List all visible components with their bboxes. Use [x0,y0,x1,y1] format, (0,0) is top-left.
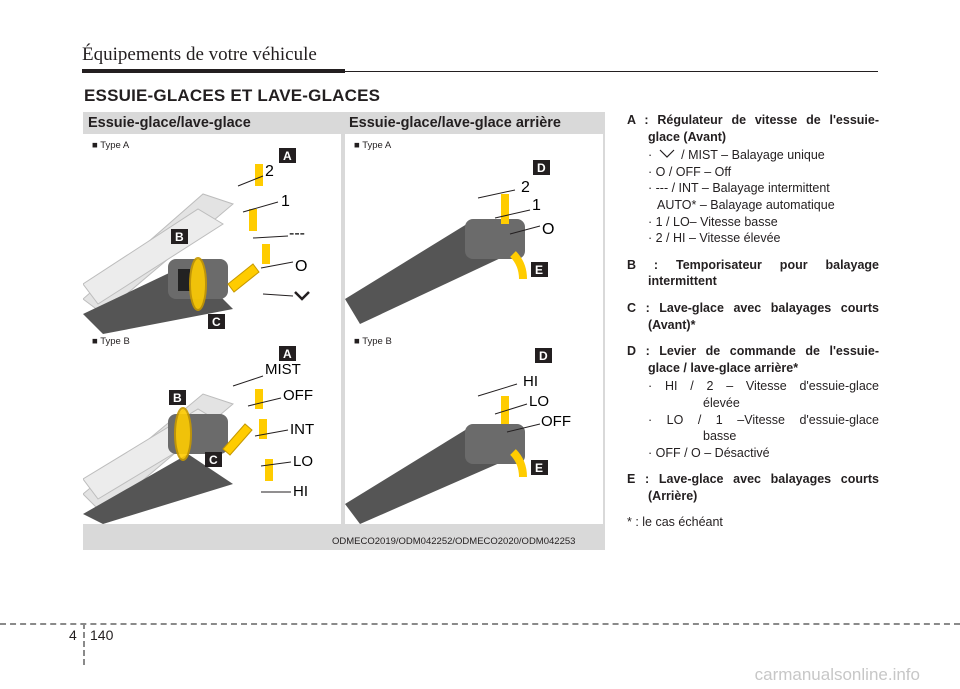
callout-b-top [171,229,188,244]
legend-d-item-lo-cont: basse [703,429,737,444]
label-rear-a-2: 2 [521,179,530,196]
label-rear-b-hi: HI [523,373,538,390]
legend-a-title-cont: glace (Avant) [648,129,727,144]
legend-d-title-cont: glace / lave-glace arrière* [648,360,799,375]
mist-chevron-icon [294,291,310,301]
callout-e-top [531,262,548,277]
callout-d-bottom [535,348,552,363]
svg-text:B: B [173,391,182,405]
chapter-number: 4 [69,627,77,643]
legend-d-item-off: · OFF / O – Désactivé [648,445,770,460]
legend-e-title: E : Lave-glace avec balayages courts [627,472,879,487]
legend-note: * : le cas échéant [627,515,723,530]
label-b-mist: MIST [265,361,301,378]
label-b-hi: HI [293,483,308,500]
legend-a-item-auto: AUTO* – Balayage automatique [657,197,835,212]
svg-text:B: B [175,230,184,244]
header-thin-rule [345,71,878,72]
legend-a-item-mist: · / MIST – Balayage unique [648,148,825,163]
footer-dashed-rule [0,623,960,625]
svg-text:D: D [539,349,548,363]
legend: A : Régulateur de vitesse de l'essuie- g… [627,112,879,531]
legend-b-title: B : Temporisateur pour balayage [627,257,879,272]
label-rear-a-1: 1 [532,197,541,214]
page-number: 140 [90,627,114,643]
label-a-o: O [295,258,307,275]
label-rear-a-o: O [542,221,554,238]
legend-a-item-hi: · 2 / HI – Vitesse élevée [648,231,781,246]
front-wiper-illustration: 2 1 --- O A B C MIST OFF INT LO HI A B [83,148,314,524]
svg-text:E: E [535,263,543,277]
legend-c-title: C : Lave-glace avec balayages courts [627,300,879,315]
callout-c-top [208,314,225,329]
watermark: carmanualsonline.info [754,665,920,684]
legend-e-title-cont: (Arrière) [648,488,698,503]
label-rear-b-lo: LO [529,393,549,410]
rear-wiper-illustration: 2 1 O D E HI LO OFF D E [345,160,571,524]
legend-b-title-cont: intermittent [648,274,717,289]
legend-d-item-hi-cont: élevée [703,395,740,410]
left-type-b: ■ Type B [92,336,130,347]
legend-a-item-off: · O / OFF – Off [648,164,732,179]
callout-a-bottom [279,346,296,361]
header-rule [82,69,345,73]
left-figure: 2 1 --- O A B C MIST OFF INT LO HI A B [83,134,341,524]
footer-dashed-divider [83,623,85,665]
mist-chevron-icon [659,149,675,159]
callout-e-bottom [531,460,548,475]
right-type-b: ■ Type B [354,336,392,347]
callout-c-bottom [205,452,222,467]
legend-c-title-cont: (Avant)* [648,317,696,332]
right-figure: 2 1 O D E HI LO OFF D E [345,134,603,524]
right-type-a: ■ Type A [354,140,392,151]
label-b-off: OFF [283,387,313,404]
callout-b-bottom [169,390,186,405]
label-b-lo: LO [293,453,313,470]
label-b-int: INT [290,421,314,438]
svg-text:D: D [537,161,546,175]
figure-caption: ODMECO2019/ODM042252/ODMECO2020/ODM04225… [332,536,576,547]
legend-d-item-lo: · LO / 1 –Vitesse d'essuie-glace [648,412,879,427]
label-a-2: 2 [265,163,274,180]
label-a-1: 1 [281,193,290,210]
section-title: ESSUIE-GLACES ET LAVE-GLACES [84,86,381,105]
label-rear-b-off: OFF [541,413,571,430]
chapter-title: Équipements de votre véhicule [82,44,317,65]
callout-a-top [279,148,296,163]
right-panel-title: Essuie-glace/lave-glace arrière [349,115,561,131]
callout-d-top [533,160,550,175]
legend-a-item-lo: · 1 / LO– Vitesse basse [648,214,778,229]
svg-text:A: A [283,347,292,361]
left-panel-title: Essuie-glace/lave-glace [88,115,251,131]
left-type-a: ■ Type A [92,140,130,151]
svg-text:E: E [535,461,543,475]
legend-d-item-hi: · HI / 2 – Vitesse d'essuie-glace [648,379,879,394]
svg-text:C: C [209,453,218,467]
svg-text:A: A [283,149,292,163]
label-a-int: --- [289,225,305,242]
legend-a-title: A : Régulateur de vitesse de l'essuie- [627,113,879,127]
svg-text:C: C [212,315,221,329]
legend-a-item-int: · --- / INT – Balayage intermittent [648,181,830,196]
legend-d-title: D : Levier de commande de l'essuie- [627,344,879,359]
